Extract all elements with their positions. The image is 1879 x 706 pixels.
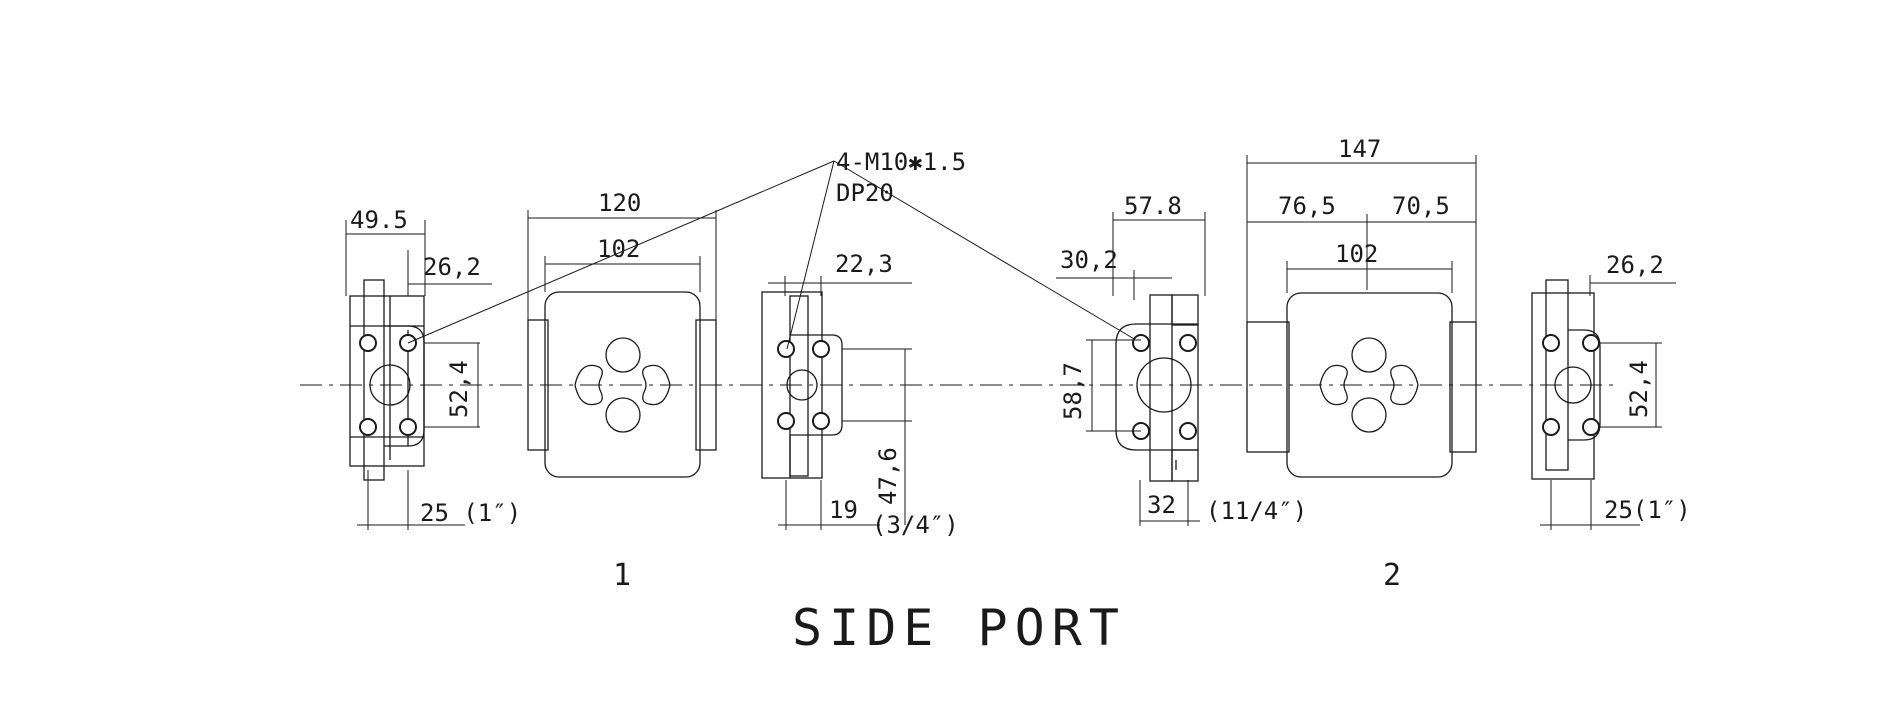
pump2-body-dimensions [1246,155,1477,322]
pump2-label: 2 [1383,558,1401,593]
pump2-dimension-labels: 57.8 30,2 58,7 32 (11/4″) 147 76,5 70,5 … [1059,135,1691,593]
pump2-body-view [1246,292,1477,478]
pump1-body-dimensions [527,210,717,320]
callout-leaders [407,160,1142,350]
pump1-right-dimensions [768,276,912,530]
pump2-dim-rear-section: 70,5 [1392,192,1450,220]
pump1-dimension-labels: 49.5 26,2 52,4 25 (1″) 120 102 22,3 47,6… [350,189,959,593]
pump2-right-flange-view [1531,279,1601,480]
callout-text: 4-M10✱1.5 DP20 [836,148,966,207]
pump1-dim-hole-spacing: 52,4 [445,360,473,418]
callout-thread-spec: 4-M10✱1.5 [836,148,966,176]
pump1-body-view [527,291,717,478]
pump2-dim-outlet-size: 25(1″) [1604,496,1691,524]
pump2-dim-outlet-offset: 26,2 [1606,251,1664,279]
pump1-dim-body-length: 120 [598,189,641,217]
pump1-right-flange-view [761,291,843,479]
drawing-title: SIDE PORT [792,599,1126,657]
pump2-dim-front-section: 76,5 [1278,192,1336,220]
pump2-dim-flange-width: 57.8 [1124,192,1182,220]
pump1-dim-outlet-bore: 19 [829,496,858,524]
pump1-dim-outlet-spacing: 47,6 [874,447,902,505]
pump2-right-dimensions [1540,275,1676,530]
pump1-label: 1 [613,558,631,593]
pump2-left-dimensions [1056,212,1206,526]
pump1-dim-flange-width: 49.5 [350,206,408,234]
pump1-left-flange-view [349,279,425,481]
pump1-dim-body-width: 102 [597,235,640,263]
pump2-dim-body-length: 147 [1338,135,1381,163]
pump1-left-dimensions [345,220,492,530]
pump2-dim-body-width: 102 [1335,240,1378,268]
pump1-dim-outlet-size: (3/4″) [872,511,959,539]
pump2-dim-hole-spacing: 58,7 [1059,362,1087,420]
pump1-dim-port-size: 25 (1″) [420,499,521,527]
pump2-dim-port-size: (11/4″) [1206,497,1307,525]
pump2-dim-outlet-spacing: 52,4 [1625,360,1653,418]
pump1-dim-outlet-offset: 22,3 [835,250,893,278]
pump2-left-flange-view [1115,294,1199,482]
pump2-dim-port-bore: 32 [1147,491,1176,519]
pump2-dim-hole-offset: 30,2 [1060,246,1118,274]
pump1-dim-hole-offset: 26,2 [423,253,481,281]
callout-depth: DP20 [836,179,894,207]
